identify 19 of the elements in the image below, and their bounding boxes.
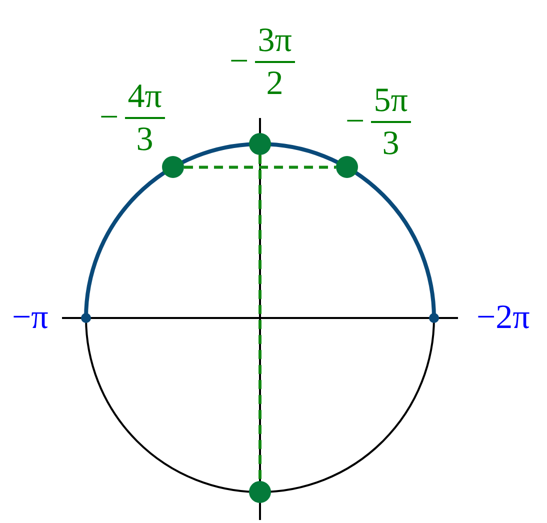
fraction-denominator: 2	[266, 64, 284, 100]
minus-sign: −	[346, 105, 365, 139]
point-dot	[162, 156, 184, 178]
point-dot	[81, 313, 91, 323]
minus-sign: −	[100, 101, 119, 135]
angle-label: −π	[12, 301, 48, 335]
fraction-denominator: 3	[136, 120, 154, 156]
fraction-numerator: 4π	[124, 80, 165, 118]
fraction-denominator: 3	[382, 124, 400, 160]
fraction-numerator: 3π	[254, 24, 295, 62]
angle-label: −2π	[476, 301, 530, 335]
minus-sign: −	[230, 45, 249, 79]
point-dot	[336, 156, 358, 178]
dashed-line	[184, 166, 336, 169]
point-dot	[249, 481, 271, 503]
point-dot	[429, 313, 439, 323]
fraction-numerator: 5π	[370, 84, 411, 122]
dashed-line	[258, 155, 262, 481]
point-dot	[249, 133, 271, 155]
